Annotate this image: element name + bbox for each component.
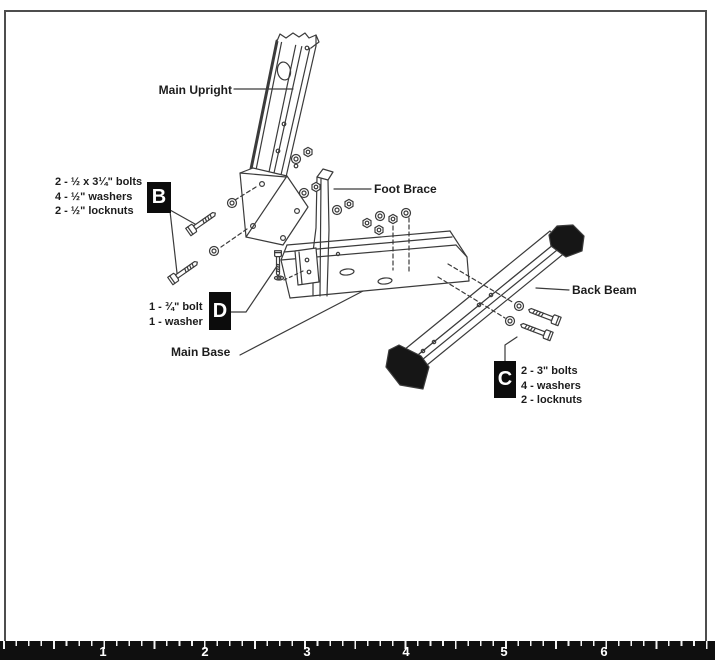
scale-ruler: 1 2 3 4 5 6: [0, 641, 715, 660]
bolt: [518, 319, 554, 342]
washer: [400, 207, 412, 219]
hardware-line: 2 - locknuts: [521, 394, 583, 406]
b-bolts-group: [167, 197, 238, 286]
main-base-drawing: [281, 231, 469, 298]
washer: [298, 187, 310, 199]
ruler-number: 4: [402, 644, 410, 659]
label-foot-brace: Foot Brace: [374, 182, 437, 196]
callout-b-letter: B: [151, 186, 167, 208]
callout-d-hardware-list: 1 - ¾" bolt 1 - washer: [149, 300, 203, 329]
locknut: [374, 224, 384, 236]
bolt: [274, 250, 282, 276]
hardware-cluster: [290, 146, 412, 274]
callout-c-letter: C: [497, 368, 513, 390]
d-bolt-group: [231, 250, 303, 312]
callout-d-letter: D: [212, 299, 228, 322]
ruler-number: 1: [99, 644, 107, 659]
callout-c-box: C: [494, 361, 516, 398]
main-upright-drawing: [251, 33, 319, 177]
beam-end-cap: [549, 225, 584, 257]
back-beam-drawing: [386, 225, 584, 389]
washer: [290, 153, 302, 165]
locknut: [388, 213, 398, 225]
hardware-line: 4 - ½" washers: [55, 190, 133, 203]
hardware-line: 2 - 3" bolts: [521, 365, 578, 377]
hardware-line: 2 - ½ x 3¼" bolts: [55, 176, 143, 188]
ruler-number: 3: [303, 644, 311, 659]
washer: [374, 210, 386, 222]
washer: [275, 276, 284, 280]
label-main-upright: Main Upright: [158, 83, 232, 97]
washer: [331, 204, 343, 216]
gusset-plate-drawing: [221, 168, 308, 247]
c-bolts-group: [504, 300, 562, 362]
callout-b-box: B: [147, 182, 171, 213]
locknut: [303, 146, 313, 158]
washer: [504, 315, 516, 327]
label-main-base: Main Base: [171, 345, 231, 359]
label-back-beam: Back Beam: [572, 283, 637, 297]
hardware-line: 1 - washer: [149, 315, 203, 328]
washer: [513, 300, 525, 312]
ruler-number: 2: [201, 644, 209, 659]
hardware-line: 2 - ½" locknuts: [55, 205, 134, 217]
ruler-number: 5: [500, 644, 508, 659]
ruler-tick-marks: [0, 641, 715, 660]
callout-d-box: D: [209, 292, 231, 330]
bolt: [167, 257, 201, 286]
washer: [226, 197, 238, 209]
callout-b-hardware-list: 2 - ½ x 3¼" bolts 4 - ½" washers 2 - ½" …: [55, 175, 142, 219]
locknut: [362, 217, 372, 229]
beam-end-cap: [386, 345, 429, 389]
locknut: [344, 198, 354, 210]
bolt: [526, 304, 562, 327]
callout-c-hardware-list: 2 - 3" bolts 4 - washers 2 - locknuts: [521, 364, 582, 408]
leader-lines: [234, 89, 569, 355]
hardware-line: 4 - washers: [521, 379, 581, 392]
hardware-line: 1 - ¾" bolt: [149, 301, 203, 313]
locknut: [311, 181, 321, 193]
ruler-number: 6: [600, 644, 608, 659]
washer: [208, 245, 220, 257]
bolt: [185, 208, 219, 237]
